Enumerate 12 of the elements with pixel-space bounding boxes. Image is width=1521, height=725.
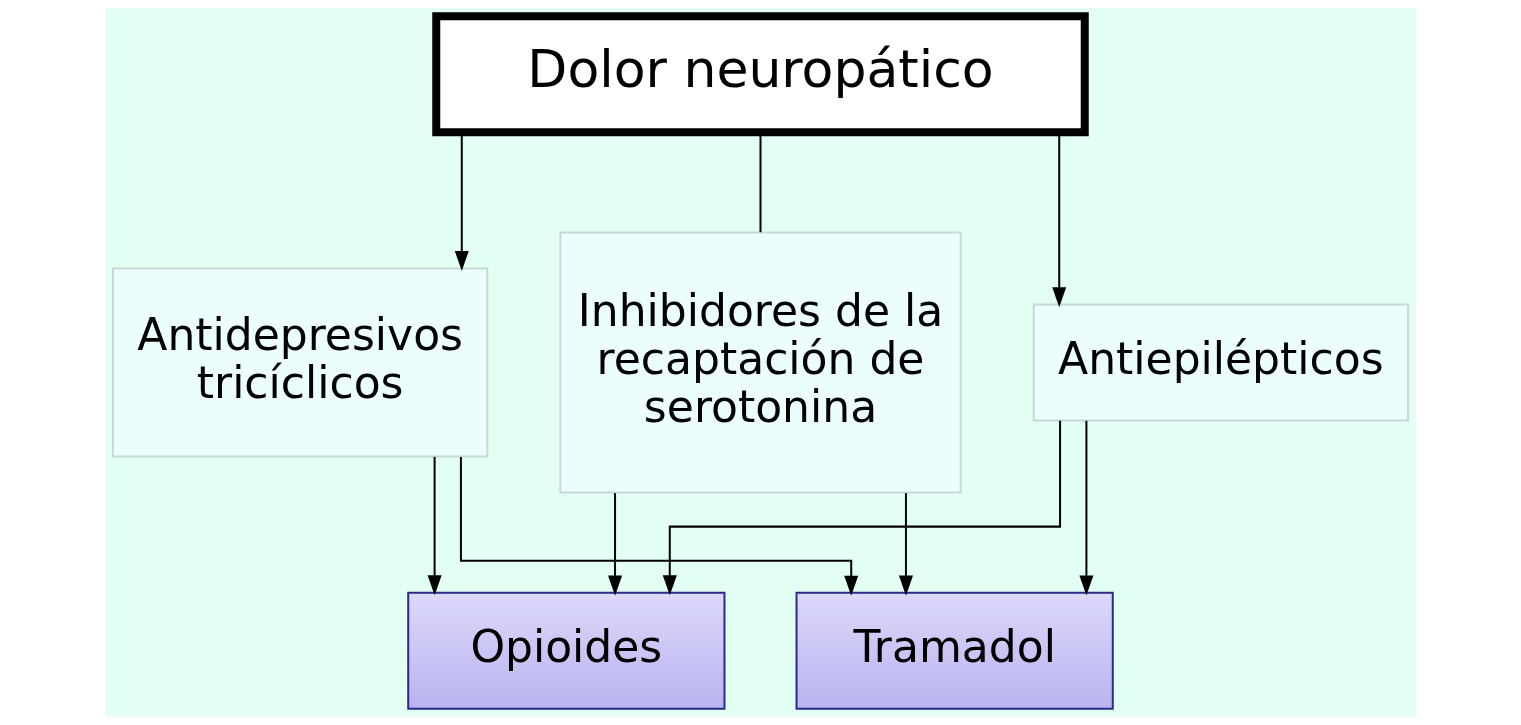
node-box: Inhibidores de la recaptación de serotonina: [559, 231, 962, 494]
node-box: Dolor neuropático: [432, 12, 1089, 137]
node-box: Tramadol: [795, 591, 1114, 710]
arrow: [427, 455, 442, 596]
arrow: [459, 455, 859, 596]
arrow: [608, 492, 623, 596]
node-box: Opioides: [407, 591, 726, 710]
arrow: [662, 419, 1062, 596]
arrow: [1079, 419, 1094, 596]
node-box: Antiepilépticos: [1032, 303, 1409, 422]
node-box: Antidepresivos tricíclicos: [112, 267, 489, 458]
arrow: [898, 492, 913, 596]
